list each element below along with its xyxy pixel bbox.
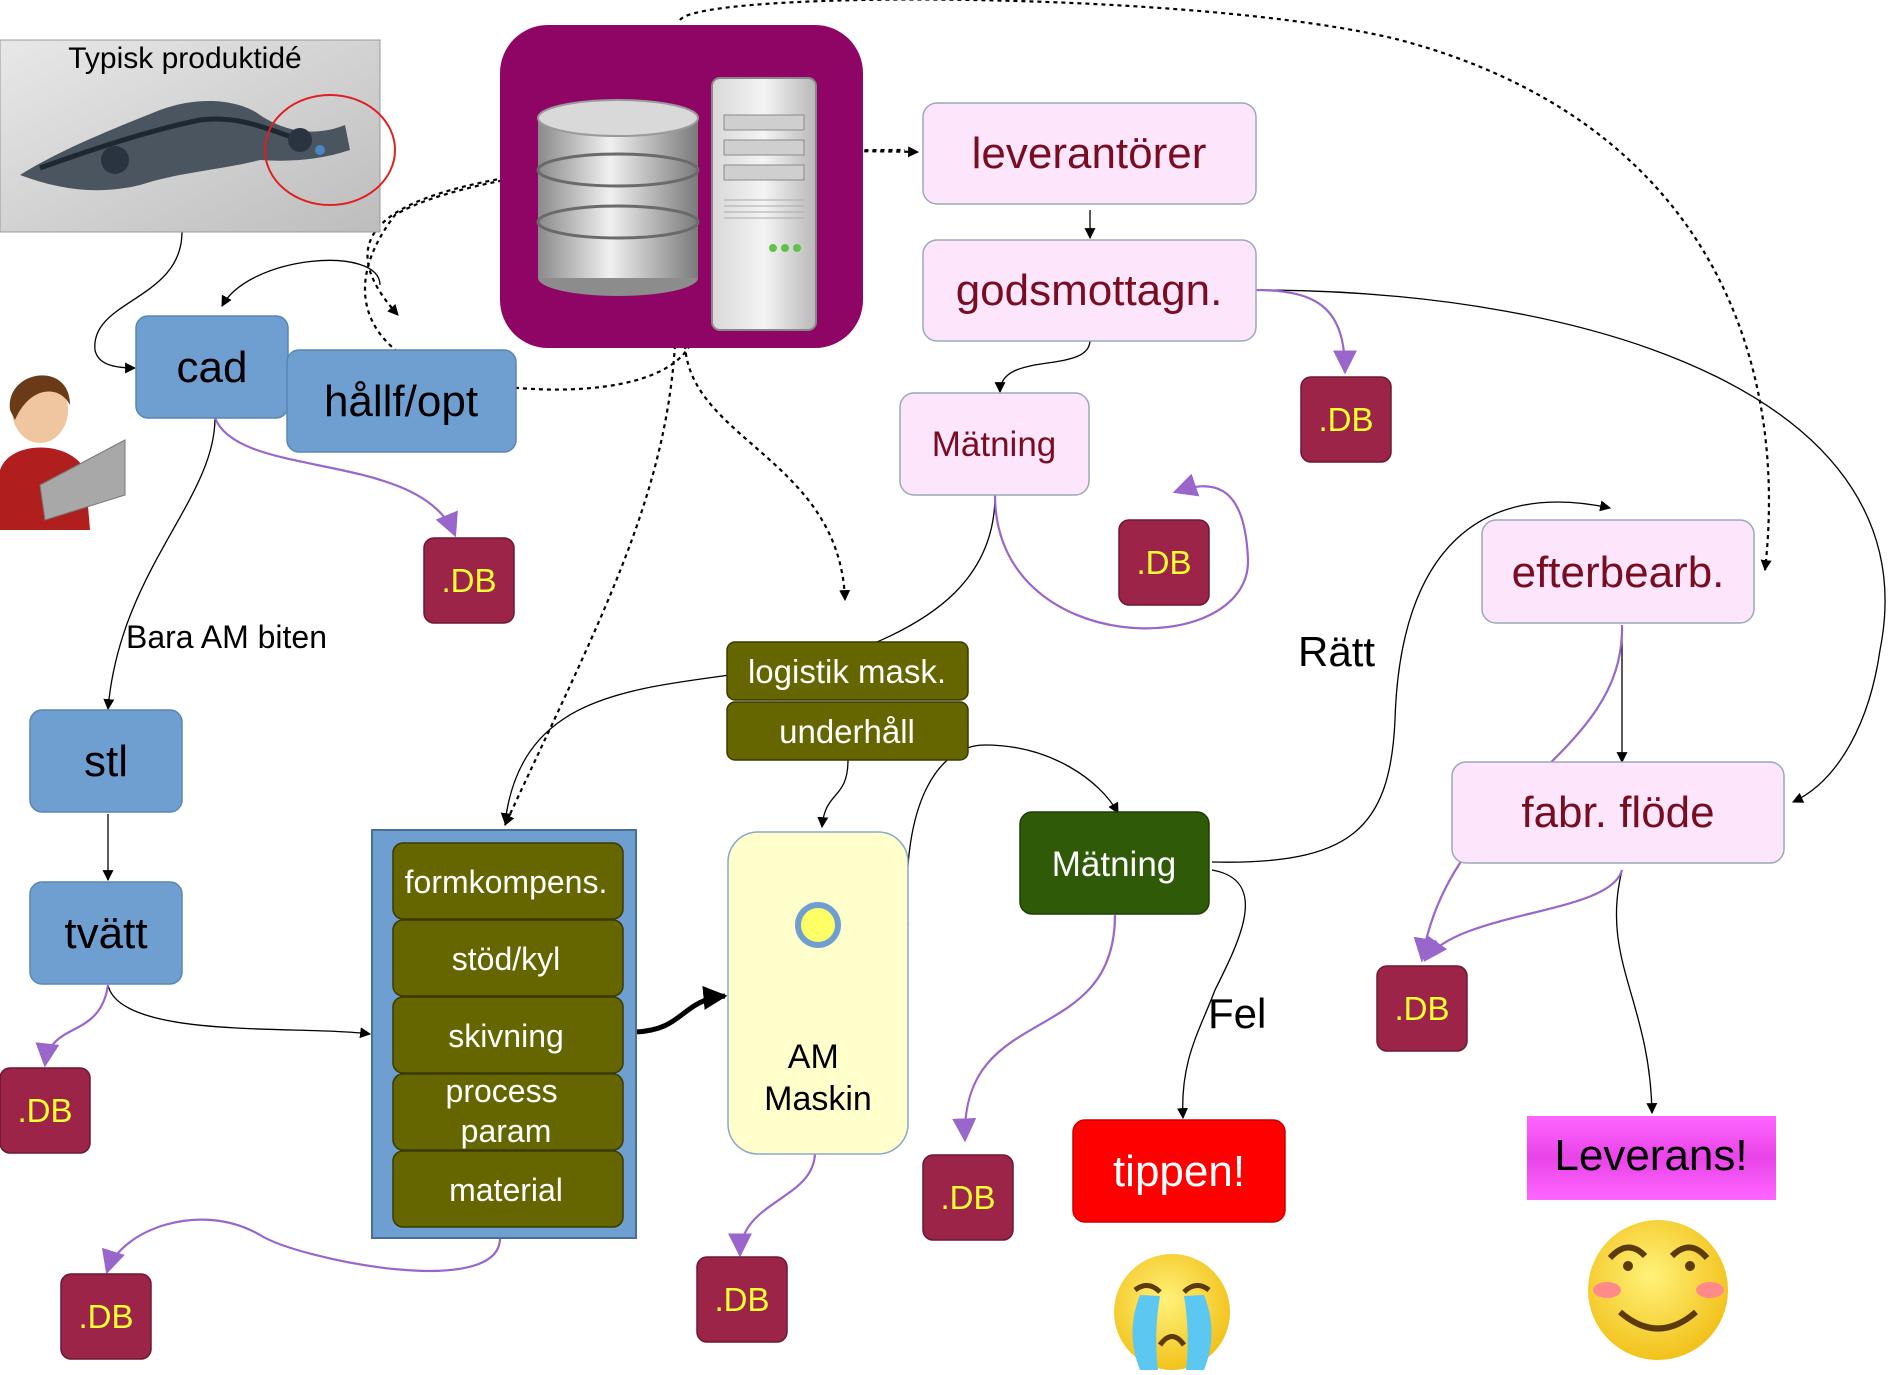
db-label: .DB xyxy=(1394,990,1449,1027)
stod-kyl-label: stöd/kyl xyxy=(452,941,560,977)
crying-emoji-icon xyxy=(1114,1254,1230,1370)
cad-box[interactable]: cad xyxy=(135,315,289,419)
edge-label-ratt: Rätt xyxy=(1298,628,1375,675)
db-box-prep[interactable]: .DB xyxy=(60,1273,152,1360)
machine-indicator-icon xyxy=(795,902,841,948)
efterbearb-label: efterbearb. xyxy=(1512,548,1725,597)
db-label: .DB xyxy=(1136,544,1191,581)
matning-top-box[interactable]: Mätning xyxy=(899,392,1090,496)
db-label: .DB xyxy=(78,1298,133,1335)
db-label: .DB xyxy=(441,562,496,599)
leverans-label: Leverans! xyxy=(1554,1131,1747,1180)
product-idea-photo: Typisk produktidé xyxy=(0,39,396,233)
godsmottagn-box[interactable]: godsmottagn. xyxy=(922,239,1257,342)
smiling-emoji-icon xyxy=(1588,1220,1728,1360)
logistik-box[interactable]: logistik mask. xyxy=(726,641,969,701)
cad-label: cad xyxy=(177,343,248,392)
edge-label-bara-am: Bara AM biten xyxy=(126,619,327,655)
flow-arrows xyxy=(94,210,1886,1120)
database-server[interactable] xyxy=(500,25,863,348)
db-box-fabr[interactable]: .DB xyxy=(1376,965,1468,1052)
thick-arrow-to-am xyxy=(634,985,728,1035)
efterbearb-box[interactable]: efterbearb. xyxy=(1481,519,1755,624)
am-machine-line-1: AM xyxy=(788,1038,839,1076)
edge-label-fel: Fel xyxy=(1208,990,1266,1037)
db-box-cad[interactable]: .DB xyxy=(423,537,515,624)
product-photo-caption: Typisk produktidé xyxy=(68,42,301,75)
am-machine-label: AM Maskin xyxy=(764,1038,872,1118)
process-param-box[interactable]: process param xyxy=(392,1073,624,1151)
am-machine[interactable]: AM Maskin xyxy=(727,831,909,1155)
material-label: material xyxy=(449,1172,563,1208)
skivning-box[interactable]: skivning xyxy=(392,996,624,1074)
server-icon xyxy=(711,77,817,331)
formkompens-box[interactable]: formkompens. xyxy=(392,842,624,920)
tvatt-box[interactable]: tvätt xyxy=(29,881,183,985)
stl-box[interactable]: stl xyxy=(29,709,183,813)
matning-top-label: Mätning xyxy=(932,425,1057,464)
hallf-opt-label: hållf/opt xyxy=(324,377,478,426)
process-param-label: process param xyxy=(446,1073,567,1149)
db-box-matning-mid[interactable]: .DB xyxy=(922,1154,1014,1241)
stod-kyl-box[interactable]: stöd/kyl xyxy=(392,919,624,997)
stl-label: stl xyxy=(84,737,128,786)
db-label: .DB xyxy=(17,1092,72,1129)
highlight-circle xyxy=(264,94,396,206)
skivning-label: skivning xyxy=(448,1018,564,1054)
db-box-godsmottagn[interactable]: .DB xyxy=(1300,376,1392,463)
tippen-box[interactable]: tippen! xyxy=(1072,1119,1286,1223)
db-label: .DB xyxy=(940,1179,995,1216)
am-machine-line-2: Maskin xyxy=(764,1080,872,1118)
matning-mid-label: Mätning xyxy=(1052,845,1177,884)
godsmottagn-label: godsmottagn. xyxy=(956,266,1223,315)
process-param-line-1: process xyxy=(446,1073,558,1109)
db-label: .DB xyxy=(714,1281,769,1318)
database-icon xyxy=(536,99,700,296)
db-box-matning-top[interactable]: .DB xyxy=(1118,519,1210,606)
fabr-flode-box[interactable]: fabr. flöde xyxy=(1451,761,1785,864)
underhall-box[interactable]: underhåll xyxy=(726,701,969,761)
db-box-am[interactable]: .DB xyxy=(696,1256,788,1343)
matning-mid-box[interactable]: Mätning xyxy=(1019,811,1210,915)
leverantorer-box[interactable]: leverantörer xyxy=(922,102,1257,205)
material-box[interactable]: material xyxy=(392,1150,624,1228)
process-param-line-2: param xyxy=(461,1113,552,1149)
tippen-label: tippen! xyxy=(1113,1147,1245,1196)
db-label: .DB xyxy=(1318,401,1373,438)
hallf-opt-box[interactable]: hållf/opt xyxy=(286,349,517,453)
logistik-label: logistik mask. xyxy=(748,653,946,690)
leverantorer-label: leverantörer xyxy=(972,129,1207,178)
tvatt-label: tvätt xyxy=(64,909,147,958)
leverans-box[interactable]: Leverans! xyxy=(1527,1116,1776,1200)
user-laptop-icon xyxy=(0,375,126,530)
preparation-stack: formkompens. stöd/kyl skivning process p… xyxy=(371,829,637,1239)
fabr-flode-label: fabr. flöde xyxy=(1521,788,1714,837)
underhall-label: underhåll xyxy=(779,713,915,750)
db-box-tvatt[interactable]: .DB xyxy=(0,1067,91,1154)
formkompens-label: formkompens. xyxy=(405,864,608,900)
